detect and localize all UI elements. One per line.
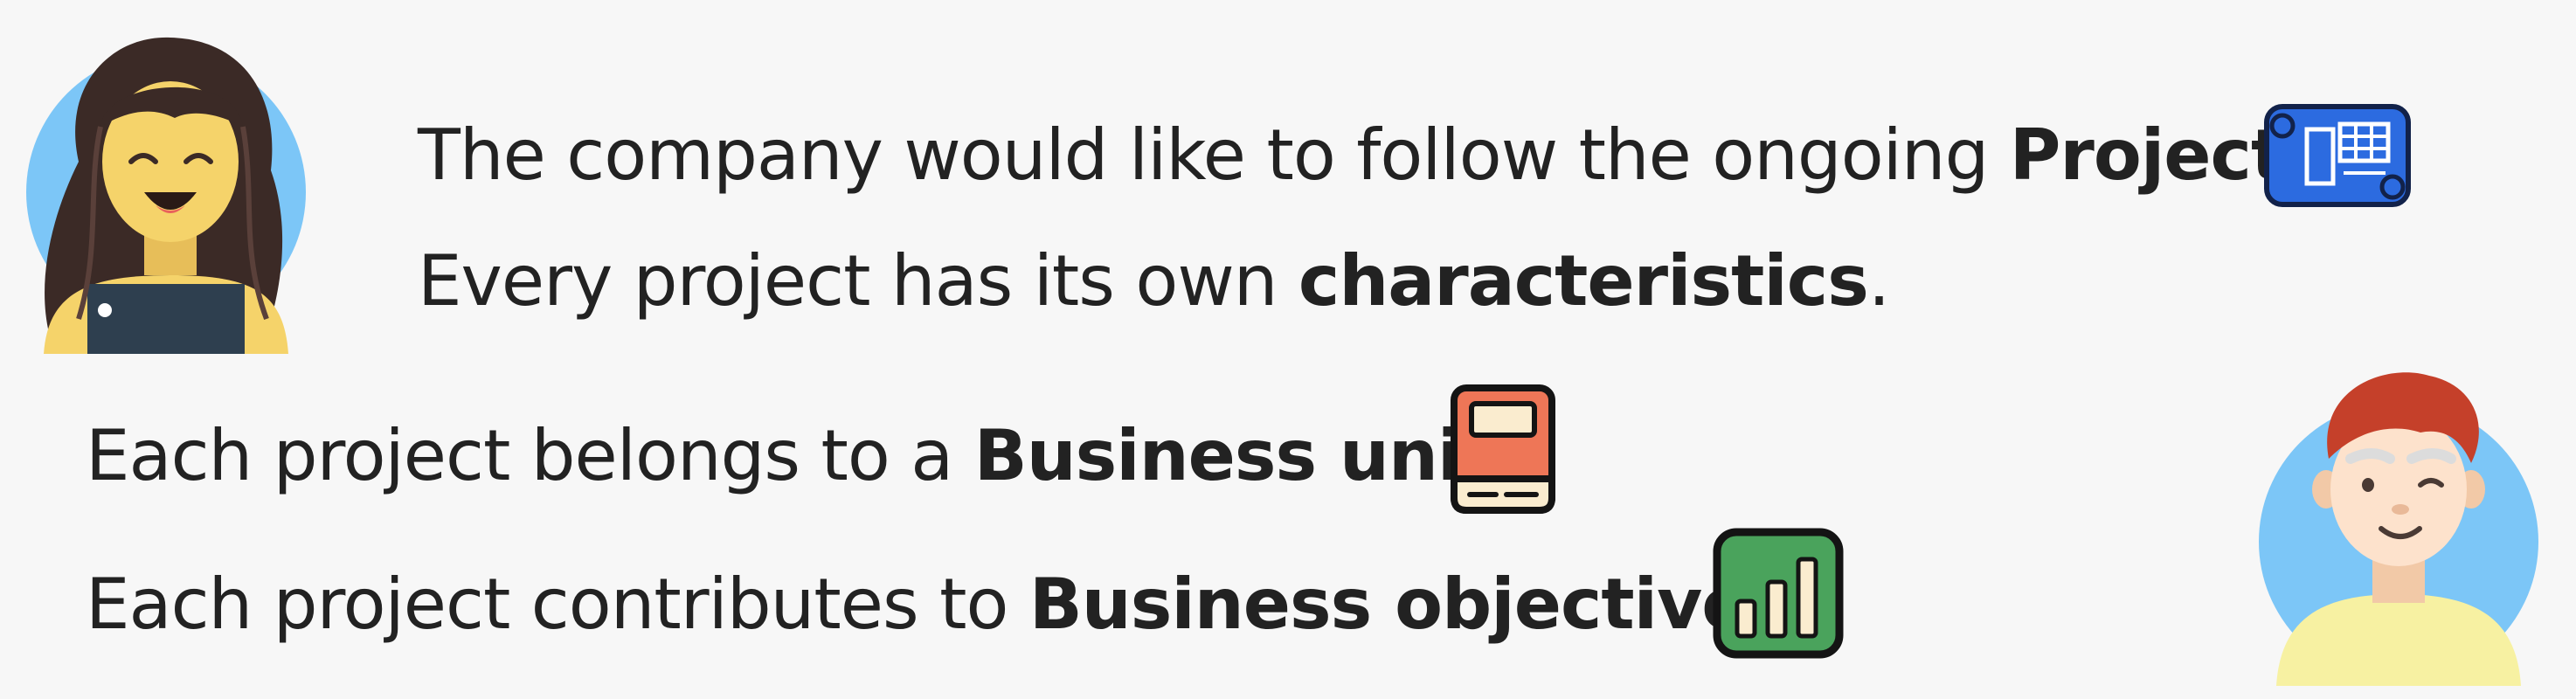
woman-avatar bbox=[17, 31, 315, 354]
line-4-text: Each project contributes to bbox=[86, 564, 1029, 645]
text-line-3: Each project belongs to a Business unit. bbox=[86, 421, 1515, 491]
text-line-2: Every project has its own characteristic… bbox=[418, 246, 1890, 316]
bar-chart-icon bbox=[1713, 528, 1844, 659]
text-line-4: Each project contributes to Business obj… bbox=[86, 570, 1815, 640]
characteristics-term: characteristics bbox=[1298, 240, 1869, 322]
line-2-text: Every project has its own bbox=[418, 240, 1298, 322]
book-icon bbox=[1451, 384, 1555, 514]
man-avatar bbox=[2254, 354, 2543, 686]
text-line-1: The company would like to follow the ong… bbox=[418, 121, 2346, 190]
line-2-punct: . bbox=[1867, 240, 1890, 322]
blueprint-icon bbox=[2263, 103, 2412, 208]
business-unit-term: Business unit bbox=[973, 415, 1494, 496]
line-1-text: The company would like to follow the ong… bbox=[418, 114, 2010, 196]
business-objectives-term: Business objectives. bbox=[1028, 564, 1816, 645]
line-3-text: Each project belongs to a bbox=[86, 415, 974, 496]
